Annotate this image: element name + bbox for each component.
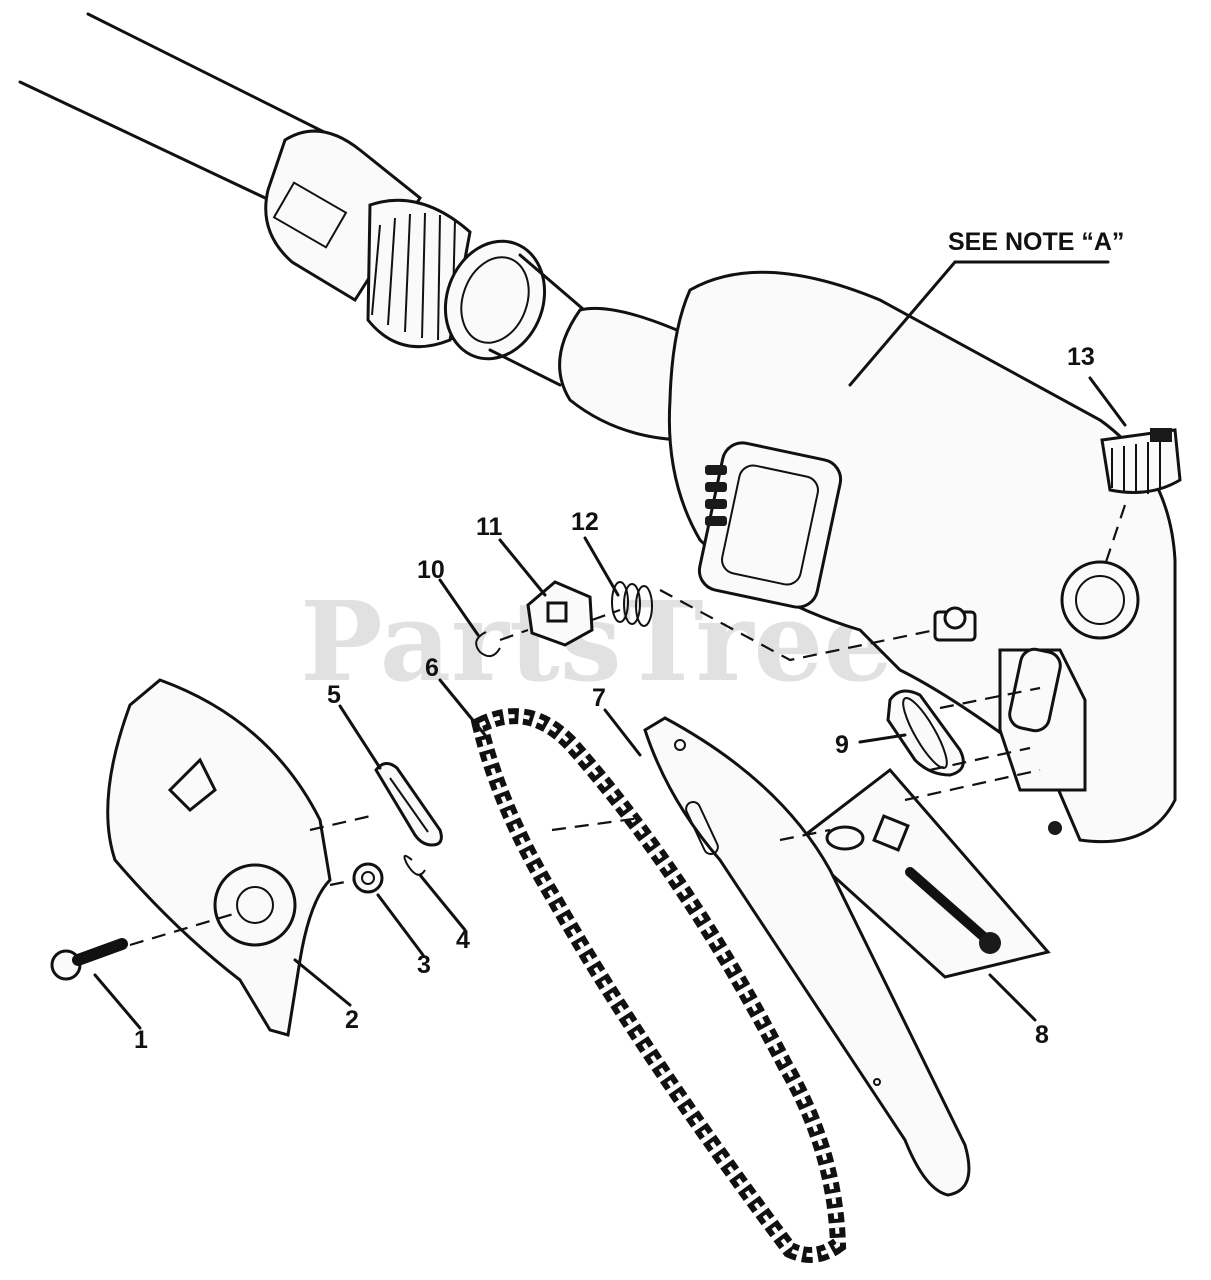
callout-4: 4 (456, 926, 470, 954)
part-3-washer (352, 862, 384, 894)
callout-5: 5 (327, 681, 341, 709)
part-1-screw (50, 938, 128, 981)
callout-11: 11 (476, 513, 503, 541)
callout-3: 3 (417, 951, 431, 979)
part-5-stud-plate (374, 762, 443, 847)
motor-housing (667, 270, 1177, 844)
callout-13: 13 (1067, 343, 1095, 371)
part-13-oil-cap (1100, 428, 1182, 494)
callout-8: 8 (1035, 1021, 1049, 1049)
part-4-retaining-ring (403, 854, 426, 876)
leader-lines (93, 260, 1127, 1030)
callout-1: 1 (134, 1026, 148, 1054)
note-a-label: SEE NOTE “A” (948, 228, 1124, 256)
vent-slots (705, 465, 727, 526)
callout-2: 2 (345, 1006, 359, 1034)
callout-9: 9 (835, 731, 849, 759)
part-12-spring (611, 581, 653, 627)
callout-7: 7 (592, 684, 606, 712)
assembly-lines (129, 504, 1127, 947)
callout-12: 12 (571, 508, 599, 536)
callout-6: 6 (425, 654, 439, 682)
pole-shaft (18, 12, 722, 442)
part-2-sprocket-cover (106, 678, 332, 1037)
part-7-guide-bar (643, 716, 971, 1197)
part-8-tension-plate (793, 767, 1051, 979)
part-10-e-ring (475, 631, 501, 658)
part-11-drive-sprocket (526, 580, 594, 647)
callout-10: 10 (417, 556, 445, 584)
part-9-plate (886, 689, 965, 777)
part-6-saw-chain (470, 708, 847, 1263)
